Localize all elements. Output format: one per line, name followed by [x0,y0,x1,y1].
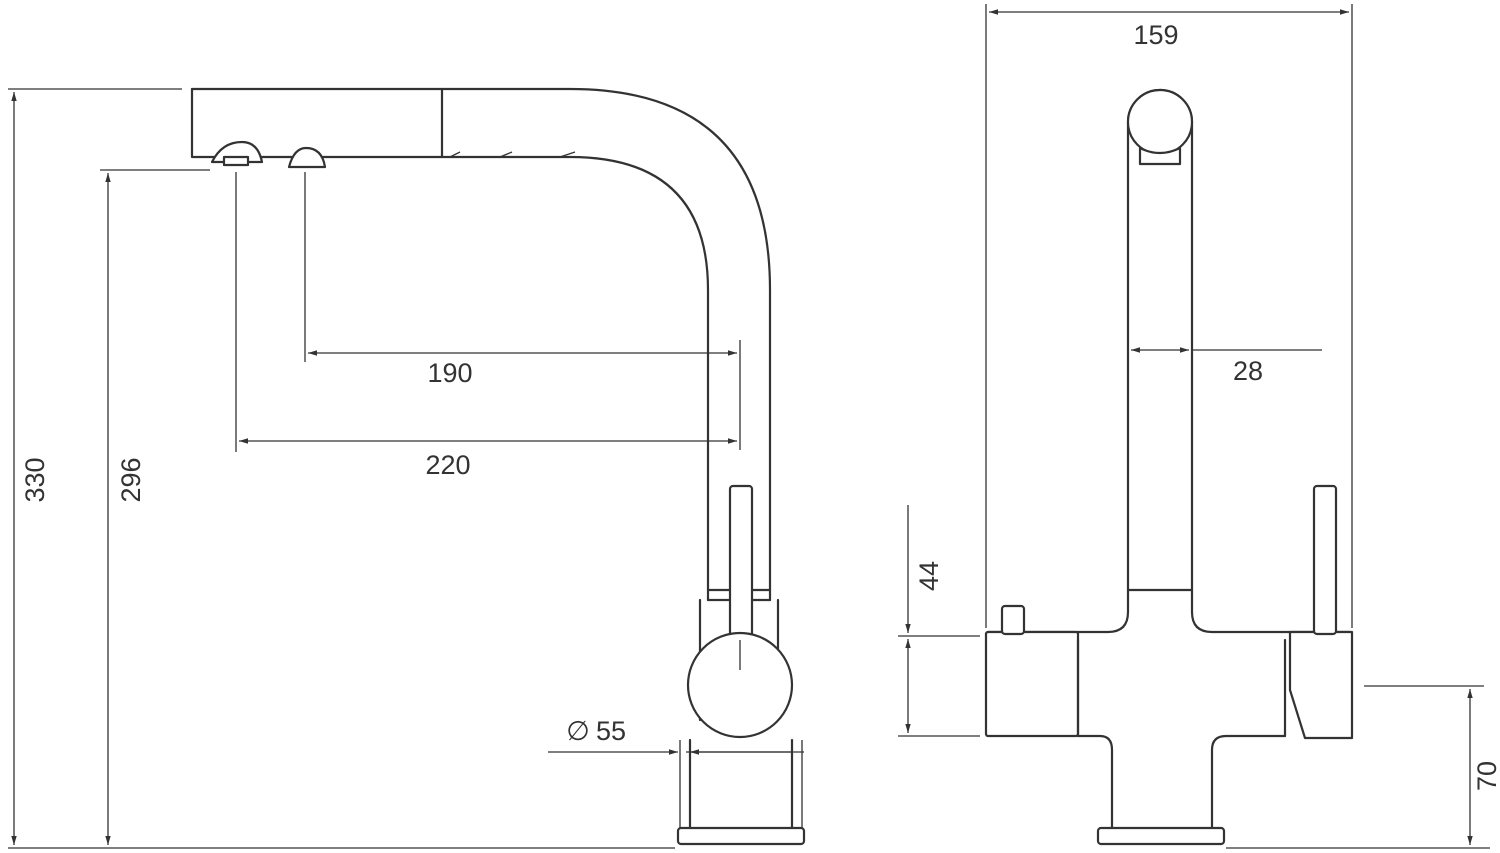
base-ring-side [676,826,806,846]
dim-label-190: 190 [427,358,472,388]
dim-label-55: 55 [596,716,626,746]
dim-total-width: 159 [985,4,1353,628]
lever-front [1312,484,1338,636]
dim-lever-height: 70 [1226,685,1500,849]
dim-body-height: 44 [898,505,980,737]
nozzle-filter [287,146,327,169]
dim-label-296: 296 [116,457,146,502]
filter-knob-cap [1000,604,1026,636]
nozzle-front [1138,146,1182,166]
spout-head-circle [1126,88,1194,156]
dim-label-70: 70 [1472,761,1500,791]
dim-base-diameter: ∅ 55 [548,716,804,828]
dim-total-height: 330 [8,88,675,849]
dim-spout-height: 296 [100,169,210,845]
dim-label-diameter-symbol: ∅ [566,716,590,746]
base-ring-front [1096,826,1226,846]
side-view: 330 296 190 220 ∅ 55 [8,87,806,849]
nozzle-main-tip [222,155,250,167]
dim-spout-width: 28 [1131,347,1322,386]
cartridge-circle [686,631,794,739]
dim-label-330: 330 [20,457,50,502]
dim-label-220: 220 [425,450,470,480]
dim-label-44: 44 [914,561,944,591]
dim-reach-outer: 220 [235,172,737,480]
faucet-front [984,88,1354,846]
dim-label-28: 28 [1233,356,1263,386]
dim-label-159: 159 [1133,20,1178,50]
dim-reach-inner: 190 [304,172,741,450]
front-view: 159 28 44 70 [898,4,1500,849]
filter-knob-left [984,630,1080,738]
cartridge-right [1288,630,1354,740]
faucet-spout-side [190,87,806,846]
